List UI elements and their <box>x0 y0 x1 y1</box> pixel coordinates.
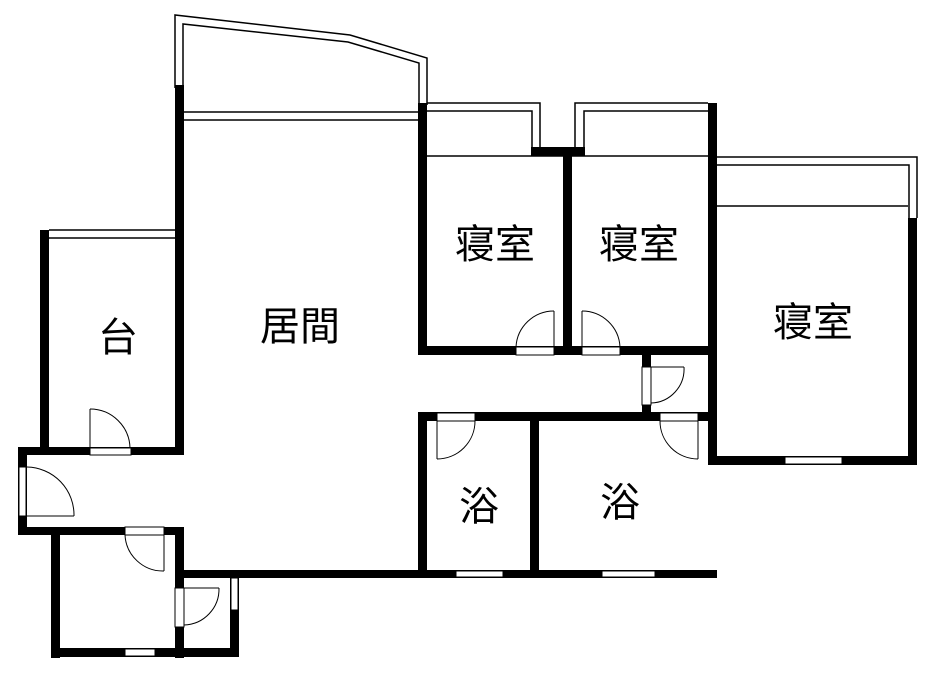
doors <box>26 310 699 628</box>
room-label-bedroom-2: 寝室 <box>599 222 679 268</box>
room-label-kitchen: 台 <box>98 315 138 361</box>
room-label-bedroom-1: 寝室 <box>455 222 535 268</box>
room-label-bedroom-3: 寝室 <box>773 300 853 346</box>
windows <box>18 456 843 657</box>
room-label-bath-1: 浴 <box>459 484 499 530</box>
balconies <box>49 14 918 239</box>
room-label-living: 居間 <box>260 304 340 350</box>
room-label-bath-2: 浴 <box>600 480 640 526</box>
